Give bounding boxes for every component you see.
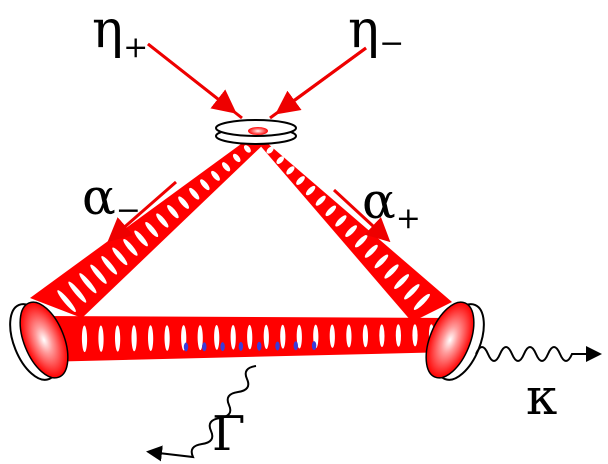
right-arm-fringe [276,156,284,164]
eta-plus-label: η+ [92,4,148,63]
bottom-arm-fringe [362,324,369,348]
alpha-minus-label: α− [82,172,141,226]
atom [275,341,280,351]
right-arm-fringe [345,225,357,237]
bottom-arm-fringe [147,325,154,351]
bottom-arm-fringe [114,325,121,352]
bottom-arm-fringe [197,325,203,351]
standing-wave-fringes [57,145,435,353]
alpha-plus-label: α+ [362,176,421,234]
left-arm-fringe [90,264,107,284]
alpha-minus-arrow [107,180,177,242]
atom [311,341,317,351]
pump-arrows [147,42,367,120]
right-arm-fringe [354,234,368,248]
eta-plus-subscript: + [123,30,149,65]
alpha-plus-subscript: + [395,201,421,236]
alpha-minus-subscript: − [115,193,141,228]
gamma-wavy-arrow-icon [146,365,257,462]
gamma-symbol: Γ [212,406,246,462]
right-arm-fringe [374,254,389,269]
gamma-label: Γ [212,410,245,458]
atom [202,342,207,352]
alpha-plus-symbol: α [362,172,396,230]
bottom-arm-fringe [131,325,137,352]
mode-arrows [107,180,391,243]
bottom-arm-fringe [329,324,335,348]
right-arm-fringe [404,284,420,300]
atom [220,342,225,352]
alpha-minus-symbol: α [82,168,116,226]
left-arm-fringe [123,239,138,256]
left-arm-fringe [57,290,76,313]
alpha-plus-arrow [332,188,391,243]
atom [238,341,244,351]
right-arm-fringe [364,244,378,258]
left-arm-fringe [145,221,159,238]
left-arm-fringe [189,187,200,200]
top-mirror-icon [215,119,297,145]
right-arm-fringe [325,205,337,217]
left-mirror-icon [9,301,69,381]
eta-minus-label: η− [348,4,404,59]
bottom-arm-fringe [98,325,104,352]
kappa-label: κ [526,372,557,422]
right-arm-fringe [335,215,347,227]
left-arm-fringe [156,213,169,228]
right-arm-fringe [286,166,295,175]
left-arm-fringe [243,145,251,153]
kappa-symbol: κ [526,368,558,426]
eta-minus-subscript: − [379,26,405,61]
right-arm-fringe [315,195,326,206]
right-arm-fringe [413,293,430,310]
bottom-arm-fringe [164,325,170,351]
eta-plus-symbol: η [92,0,124,60]
atom-lattice [183,341,317,352]
left-arm-fringe [68,281,87,303]
bottom-arm-fringe [296,324,302,349]
atom [183,342,189,352]
right-arm-fringe [394,274,410,290]
left-arm-fringe [112,247,128,266]
pump-arrow-minus-head [275,46,367,115]
left-arm-fringe [134,230,148,247]
bottom-arm-fringe [412,324,418,347]
bottom-arm-fringe [81,325,88,353]
bottom-arm-fringe [230,325,236,350]
right-arm-fringe [266,146,274,154]
kappa-wavy-arrow-icon [475,346,602,362]
bottom-arm-fringe [346,324,352,348]
left-arm-fringe [232,153,241,163]
bottom-arm-fringe [379,324,385,347]
bottom-arm-fringe [263,324,269,349]
left-arm-fringe [101,256,118,275]
atom [293,341,298,351]
bottom-arm-fringe [280,324,286,349]
left-arm-fringe [79,273,97,294]
bottom-arm-fringe [395,324,402,347]
pump-arrow-plus-head [147,42,237,114]
bottom-arm-fringe [247,324,253,350]
left-arm-fringe [178,196,190,209]
right-arm-fringe [305,185,316,196]
bottom-arm-fringe [214,325,220,350]
eta-minus-symbol: η [348,0,380,60]
left-arm-fringe [211,170,220,181]
left-arm-fringe [167,204,179,219]
left-arm-fringe [221,162,231,172]
left-arm-fringe [200,179,210,191]
right-arm-fringe [384,264,399,279]
right-arm-fringe [296,176,305,185]
atom [257,341,262,351]
